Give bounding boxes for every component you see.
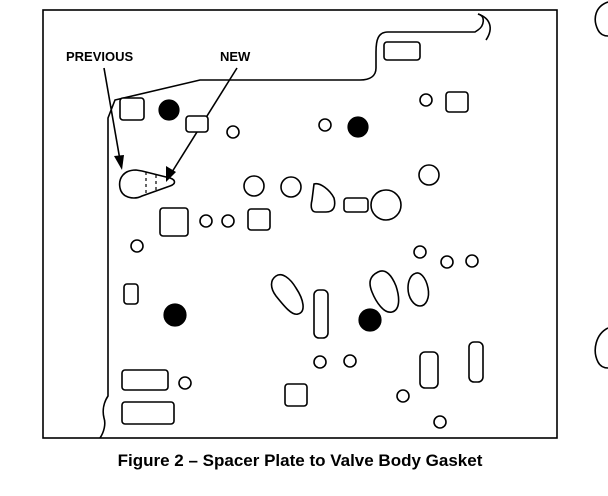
hole xyxy=(465,254,479,268)
gasket-outline xyxy=(99,13,485,439)
port-rect xyxy=(419,351,439,389)
irregular-port xyxy=(407,272,430,307)
hole xyxy=(440,255,454,269)
irregular-port xyxy=(369,270,400,313)
port-rect xyxy=(468,341,484,383)
port-rect xyxy=(284,383,308,407)
solid-hole-group xyxy=(158,99,382,332)
plate-frame xyxy=(42,9,558,439)
solid-hole xyxy=(163,303,187,327)
edge-notch-top xyxy=(594,1,608,37)
port-rect xyxy=(159,207,189,237)
port-rect xyxy=(119,97,145,121)
port-rect xyxy=(383,41,421,61)
port-rect xyxy=(313,289,329,339)
solid-hole xyxy=(158,99,180,121)
previous-arrow xyxy=(103,67,124,170)
hole xyxy=(221,214,235,228)
hole xyxy=(396,389,410,403)
port-rect xyxy=(445,91,469,113)
solid-hole xyxy=(347,116,369,138)
label-new: NEW xyxy=(220,49,251,64)
hole xyxy=(413,245,427,259)
hole-group xyxy=(130,93,479,429)
hole xyxy=(199,214,213,228)
irregular-port-group xyxy=(270,182,430,316)
edge-notch-bottom xyxy=(594,327,608,369)
hole xyxy=(243,175,265,197)
port-group xyxy=(119,41,484,425)
hole xyxy=(178,376,192,390)
hole xyxy=(433,415,447,429)
port-rect xyxy=(121,401,175,425)
gasket-outline-tab xyxy=(477,13,491,41)
hole xyxy=(130,239,144,253)
hole xyxy=(280,176,302,198)
hole xyxy=(343,354,357,368)
orifice-previous-outline xyxy=(118,169,176,199)
solid-hole xyxy=(358,308,382,332)
hole xyxy=(313,355,327,369)
port-rect xyxy=(123,283,139,305)
port-rect xyxy=(343,197,369,213)
irregular-port xyxy=(310,182,336,213)
port-rect xyxy=(247,208,271,231)
port-rect xyxy=(185,115,209,133)
hole xyxy=(226,125,240,139)
hole xyxy=(418,164,440,186)
label-previous: PREVIOUS xyxy=(66,49,134,64)
hole xyxy=(370,189,402,221)
figure-caption: Figure 2 – Spacer Plate to Valve Body Ga… xyxy=(118,451,483,470)
port-rect xyxy=(121,369,169,391)
hole xyxy=(318,118,332,132)
hole xyxy=(419,93,433,107)
orifice-feature xyxy=(118,169,176,199)
irregular-port xyxy=(270,273,304,316)
